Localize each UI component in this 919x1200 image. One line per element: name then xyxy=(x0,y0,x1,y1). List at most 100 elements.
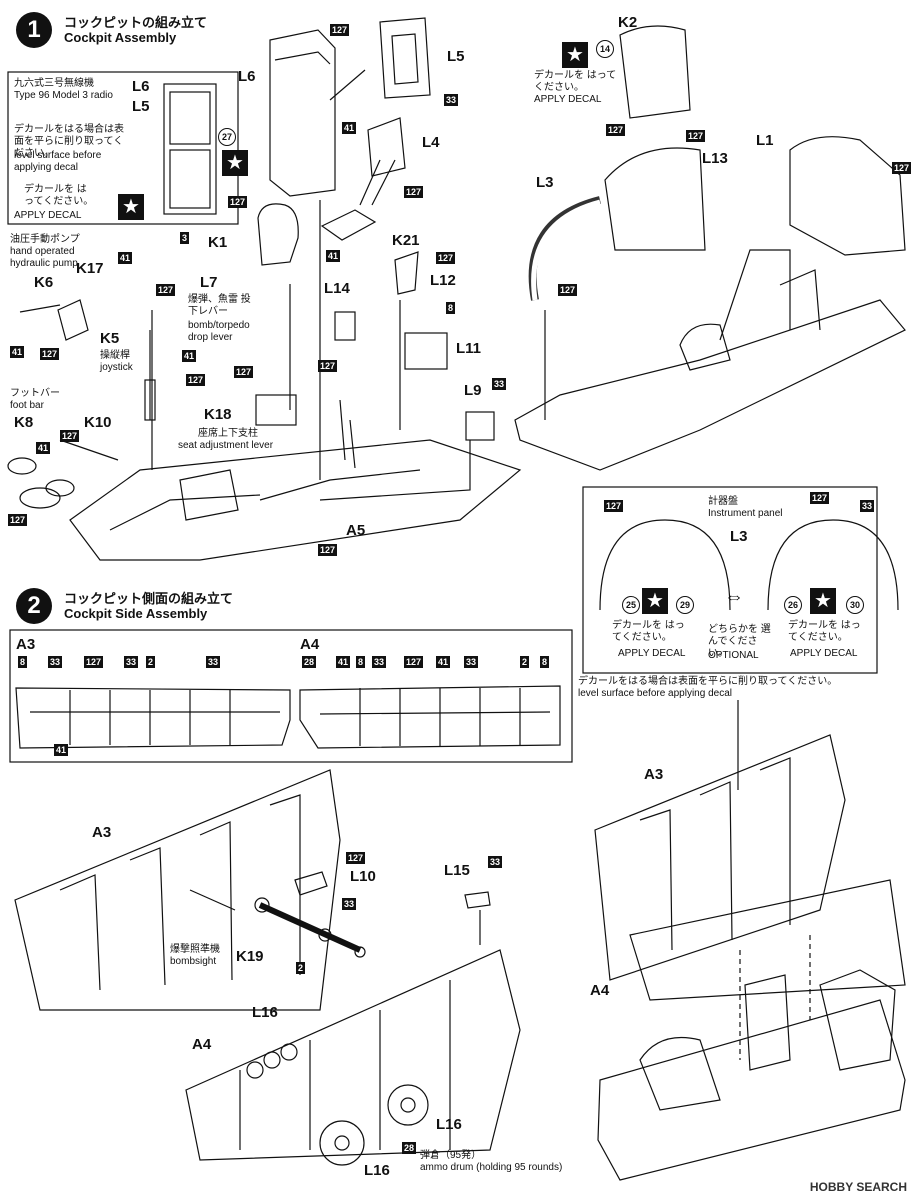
decal-number: 29 xyxy=(676,596,694,614)
star-decal-icon: ★ xyxy=(810,588,836,614)
radio-part-l5: L5 xyxy=(132,98,150,115)
part-label-l15: L15 xyxy=(444,862,470,879)
paint-code: 2 xyxy=(520,656,530,668)
l3-legend-en: Instrument panel xyxy=(708,508,783,519)
part-label-l13: L13 xyxy=(702,150,728,167)
hand-pump-label-en: hand operated hydraulic pump xyxy=(10,246,78,269)
paint-code: 3 xyxy=(180,232,190,244)
bombsight-label-en: bombsight xyxy=(170,956,217,967)
part-label-k2: K2 xyxy=(618,14,638,31)
part-label-l4: L4 xyxy=(422,134,440,151)
part-label-l16-bottom: L16 xyxy=(364,1162,390,1179)
foot-bar-label-jp: フットバー xyxy=(10,388,60,399)
paint-code: 127 xyxy=(404,656,424,668)
decal-number: 27 xyxy=(218,128,236,146)
l3-apply-jp-left: デカールを はってください。 xyxy=(612,620,685,643)
final-fuselage-shape xyxy=(597,999,906,1181)
a3-panel-shape xyxy=(14,769,341,1011)
star-decal-icon: ★ xyxy=(222,150,248,176)
arrow-l5 xyxy=(329,69,366,101)
paint-code: 41 xyxy=(10,346,25,358)
part-label-l7: L7 xyxy=(200,274,218,291)
bomb-lever-label-jp: 爆弾、魚雷 投下レバー xyxy=(188,294,251,317)
joystick-label-jp: 操縦桿 xyxy=(100,350,130,361)
part-label-l16-right: L16 xyxy=(436,1116,462,1133)
joystick-label-en: joystick xyxy=(100,362,133,373)
hand-pump-label-jp: 油圧手動ポンプ xyxy=(10,234,80,245)
k2-decal-jp: デカールを はってください。 xyxy=(534,70,617,93)
paint-code: 127 xyxy=(318,544,338,556)
a3-flat-shape xyxy=(15,687,291,749)
ammo-label-jp: 弾倉（95発） xyxy=(420,1150,482,1161)
paint-code: 127 xyxy=(8,514,28,526)
part-K1-shape xyxy=(257,203,299,266)
paint-code: 41 xyxy=(118,252,133,264)
decal-number: 30 xyxy=(846,596,864,614)
l3-optional-jp: どちらかを 選んでください。 xyxy=(708,624,771,659)
paint-code: 33 xyxy=(492,378,507,390)
step2-badge: 2 xyxy=(16,588,52,624)
l3-optional-en: OPTIONAL xyxy=(708,650,759,661)
paint-code: 8 xyxy=(356,656,366,668)
radio-decal-jp: デカールを はってください。 xyxy=(24,184,94,207)
decal-number: 14 xyxy=(596,40,614,58)
part-label-k21: K21 xyxy=(392,232,420,249)
paint-code: 33 xyxy=(48,656,63,668)
star-decal-icon: ★ xyxy=(118,194,144,220)
paint-code: 127 xyxy=(84,656,104,668)
paint-code: 28 xyxy=(402,1142,417,1154)
part-label-l9: L9 xyxy=(464,382,482,399)
paint-code: 28 xyxy=(302,656,317,668)
watermark: HOBBY SEARCH xyxy=(809,1180,907,1194)
radio-decal-en: APPLY DECAL xyxy=(14,210,82,221)
radio-inset-frame xyxy=(7,71,239,225)
paint-code: 33 xyxy=(124,656,139,668)
part-L13-shape xyxy=(604,147,706,251)
paint-code: 127 xyxy=(346,852,366,864)
part-L6-shape xyxy=(269,29,336,197)
step1-title-jp: コックピットの組み立て xyxy=(64,15,208,30)
radio-unit xyxy=(163,83,217,215)
part-L1-shape xyxy=(789,136,906,256)
radio-note-jp: デカールをはる場合は表面を平らに削り取ってください。 xyxy=(14,124,124,159)
a4-panel-shape xyxy=(185,949,521,1161)
part-K6-shape xyxy=(57,299,89,341)
final-a4-shape xyxy=(629,879,906,1001)
decal-number: 26 xyxy=(784,596,802,614)
final-a4-label: A4 xyxy=(590,982,610,999)
part-label-l1: L1 xyxy=(756,132,774,149)
paint-code: 127 xyxy=(40,348,60,360)
l3-note-en: level surface before applying decal xyxy=(578,688,732,699)
part-label-k19: K19 xyxy=(236,948,264,965)
part-label-l6: L6 xyxy=(238,68,256,85)
k2-decal-en: APPLY DECAL xyxy=(534,94,602,105)
part-label-l10: L10 xyxy=(350,868,376,885)
paint-code: 8 xyxy=(446,302,456,314)
step2-title-en: Cockpit Side Assembly xyxy=(64,606,208,621)
part-L4-shape xyxy=(367,117,406,177)
radio-title-en: Type 96 Model 3 radio xyxy=(14,90,113,101)
paint-code: 33 xyxy=(464,656,479,668)
paint-code: 41 xyxy=(326,250,341,262)
part-label-l16-top: L16 xyxy=(252,1004,278,1021)
final-a3-shape xyxy=(594,734,846,981)
paint-code: 41 xyxy=(342,122,357,134)
paint-code: 41 xyxy=(336,656,351,668)
paint-code: 127 xyxy=(606,124,626,136)
part-L9-shape xyxy=(465,411,495,441)
part-label-l11: L11 xyxy=(456,340,482,357)
paint-code: 127 xyxy=(186,374,206,386)
step1-title-en: Cockpit Assembly xyxy=(64,30,177,45)
step2-title-jp: コックピット側面の組み立て xyxy=(64,591,234,606)
l3-apply-jp-right: デカールを はってください。 xyxy=(788,620,861,643)
paint-code: 127 xyxy=(60,430,80,442)
l16-drum-1 xyxy=(387,1084,429,1126)
paint-code: 2 xyxy=(296,962,306,974)
step1-badge: 1 xyxy=(16,12,52,48)
paint-code: 127 xyxy=(892,162,912,174)
paint-code: 33 xyxy=(342,898,357,910)
paint-code: 127 xyxy=(330,24,350,36)
a3-panel-label: A3 xyxy=(92,824,112,841)
part-L5-shape xyxy=(379,17,431,99)
